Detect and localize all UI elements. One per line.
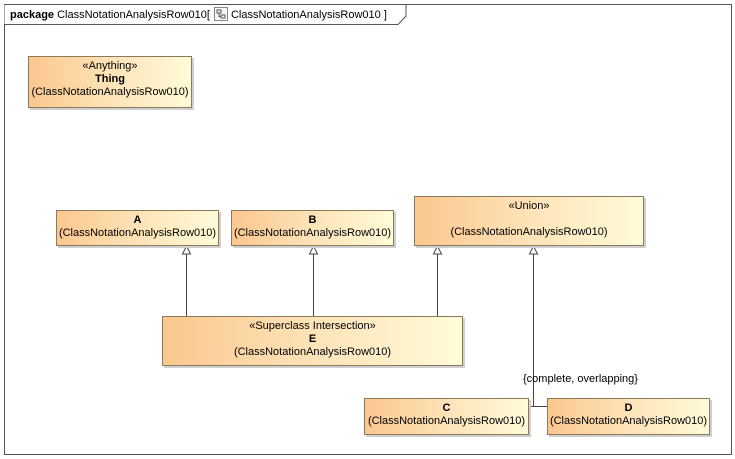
class-package: (ClassNotationAnalysisRow010) [31,86,189,98]
frame-diagram-name: ClassNotationAnalysisRow010 [230,9,381,21]
class-package: (ClassNotationAnalysisRow010) [233,346,392,358]
generalization-arrowhead-a [181,244,192,255]
class-e[interactable]: «Superclass Intersection» E (ClassNotati… [162,316,463,366]
class-diagram-icon [213,7,228,21]
stereotype-label: «Anything» [82,60,138,72]
generalization-c-d-to-union[interactable] [529,254,547,407]
generalization-arrowhead-union-left [432,244,443,255]
class-name: A [133,214,142,226]
frame-bracket-close: ] [383,9,387,21]
class-name: Thing [95,73,125,85]
class-d[interactable]: D (ClassNotationAnalysisRow010) [547,398,710,435]
generalization-arrowhead-b [308,244,319,255]
class-package: (ClassNotationAnalysisRow010) [549,415,708,427]
class-a[interactable]: A (ClassNotationAnalysisRow010) [56,210,219,246]
class-thing[interactable]: «Anything» Thing (ClassNotationAnalysisR… [28,56,192,108]
class-package: (ClassNotationAnalysisRow010) [58,227,217,239]
frame-header-text: package ClassNotationAnalysisRow010[Clas… [10,7,387,22]
frame-tab-outline [4,4,407,25]
class-package: (ClassNotationAnalysisRow010) [367,415,526,427]
frame-keyword: package [10,9,55,21]
stereotype-label: «Superclass Intersection» [249,320,376,332]
frame-package-name: ClassNotationAnalysisRow010 [57,9,207,21]
class-b[interactable]: B (ClassNotationAnalysisRow010) [231,210,394,246]
class-package: (ClassNotationAnalysisRow010) [233,227,392,239]
class-name-empty [415,213,643,226]
generalization-arrowhead-union-right [528,244,539,255]
class-name: E [308,333,317,345]
class-c[interactable]: C (ClassNotationAnalysisRow010) [364,398,529,435]
class-name: B [308,214,317,226]
frame-bracket-open: [ [206,9,210,21]
stereotype-label: «Union» [508,200,550,212]
class-name: D [624,402,633,414]
class-package: (ClassNotationAnalysisRow010) [450,226,608,238]
class-union[interactable]: «Union» (ClassNotationAnalysisRow010) [414,196,644,246]
generalization-set-constraint: {complete, overlapping} [523,373,638,385]
class-name: C [442,402,451,414]
